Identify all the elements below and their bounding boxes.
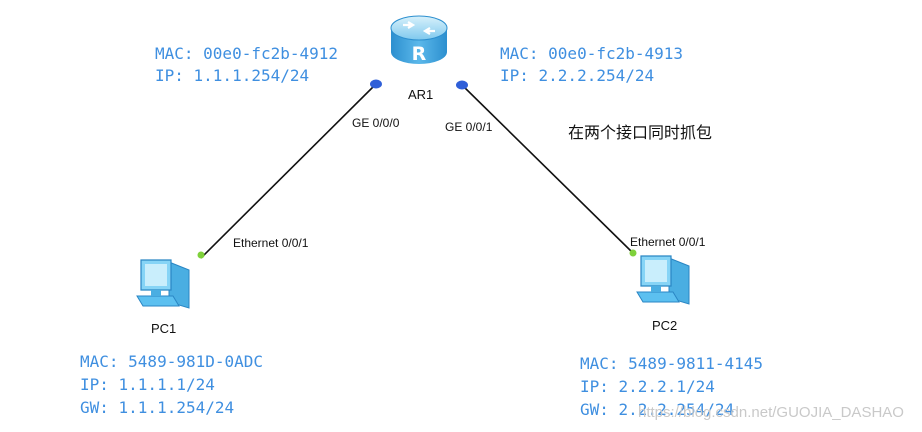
pc2-ip: IP: 2.2.2.1/24 (580, 377, 715, 396)
pc1-ip: IP: 1.1.1.1/24 (80, 375, 215, 394)
router-right-if-name: GE 0/0/1 (445, 120, 493, 134)
watermark: https://blog.csdn.net/GUOJIA_DASHAO (638, 404, 904, 421)
pc2-mac: MAC: 5489-9811-4145 (580, 354, 764, 373)
router-icon: R (390, 15, 448, 65)
router-right-mac: MAC: 00e0-fc2b-4913 (500, 44, 684, 63)
pc2-name: PC2 (652, 318, 678, 333)
router-name: AR1 (408, 87, 434, 102)
ar1-ge000-port-dot[interactable] (370, 79, 382, 89)
pc1-port-name: Ethernet 0/0/1 (233, 236, 309, 250)
pc1-port-dot[interactable] (197, 251, 205, 259)
pc2-port-dot[interactable] (629, 249, 637, 257)
router-right-ip: IP: 2.2.2.254/24 (500, 66, 655, 85)
router-left-ip: IP: 1.1.1.254/24 (155, 66, 310, 85)
pc2-gw: GW: 2.2.2.254/24 (580, 400, 735, 419)
router-ar1[interactable]: R (388, 10, 450, 70)
ar1-ge001-port-dot[interactable] (456, 80, 468, 90)
pc1-mac: MAC: 5489-981D-0ADC (80, 352, 264, 371)
pc2[interactable] (633, 252, 693, 312)
pc1[interactable] (133, 256, 193, 316)
link-ar1-pc1[interactable] (200, 83, 377, 259)
pc-icon (136, 259, 190, 309)
pc-icon (636, 255, 690, 305)
router-left-mac: MAC: 00e0-fc2b-4912 (155, 44, 339, 63)
capture-note: 在两个接口同时抓包 (568, 123, 713, 142)
pc1-name: PC1 (151, 321, 177, 336)
router-left-if-name: GE 0/0/0 (352, 116, 400, 130)
pc1-gw: GW: 1.1.1.254/24 (80, 398, 235, 417)
router-glyph: R (412, 43, 427, 65)
link-ar1-pc2[interactable] (461, 84, 634, 254)
pc2-port-name: Ethernet 0/0/1 (630, 235, 706, 249)
